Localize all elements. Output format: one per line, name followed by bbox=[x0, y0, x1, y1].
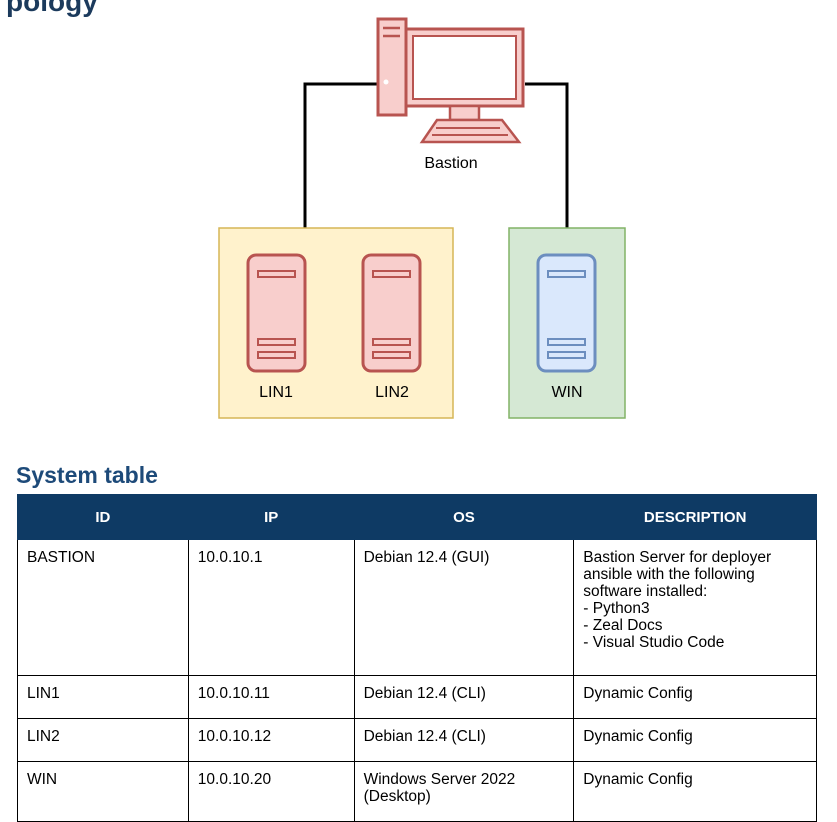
table-row: BASTION 10.0.10.1 Debian 12.4 (GUI) Bast… bbox=[17, 539, 817, 676]
link-bastion-lin bbox=[303, 82, 380, 228]
lin1-server-icon bbox=[246, 253, 307, 373]
table-header-row: ID IP OS DESCRIPTION bbox=[17, 494, 817, 540]
link-bastion-win bbox=[525, 82, 569, 228]
description-line: Dynamic Config bbox=[583, 771, 693, 788]
description-line: - Python3 bbox=[583, 600, 650, 617]
cell-os: Windows Server 2022 (Desktop) bbox=[353, 761, 575, 822]
description-line: Bastion Server for deployer bbox=[583, 549, 772, 566]
cell-ip: 10.0.10.20 bbox=[187, 761, 355, 822]
topology-diagram: Bastion LIN1 LIN2 WIN bbox=[218, 17, 626, 419]
description-line: Dynamic Config bbox=[583, 685, 693, 702]
cell-ip: 10.0.10.11 bbox=[187, 675, 355, 719]
description-line: - Visual Studio Code bbox=[583, 634, 725, 651]
lin2-label: LIN2 bbox=[375, 384, 409, 401]
description-line: software installed: bbox=[583, 583, 708, 600]
cell-ip: 10.0.10.1 bbox=[187, 539, 355, 676]
section-title: System table bbox=[16, 462, 158, 488]
cell-id: LIN1 bbox=[17, 675, 189, 719]
lin1-label: LIN1 bbox=[259, 384, 293, 401]
cell-description: Dynamic Config bbox=[573, 718, 817, 762]
table-row: WIN 10.0.10.20 Windows Server 2022 (Desk… bbox=[17, 761, 817, 822]
system-table: ID IP OS DESCRIPTION BASTION 10.0.10.1 D… bbox=[17, 494, 817, 822]
description-line: - Zeal Docs bbox=[583, 617, 663, 634]
bastion-computer-icon bbox=[376, 17, 525, 144]
table-row: LIN1 10.0.10.11 Debian 12.4 (CLI) Dynami… bbox=[17, 675, 817, 719]
header-os: OS bbox=[353, 494, 575, 540]
bastion-label: Bastion bbox=[424, 155, 477, 172]
cell-id: WIN bbox=[17, 761, 189, 822]
page-heading-fragment: pology bbox=[6, 0, 98, 17]
description-line: Dynamic Config bbox=[583, 728, 693, 745]
table-row: LIN2 10.0.10.12 Debian 12.4 (CLI) Dynami… bbox=[17, 718, 817, 762]
cell-description: Bastion Server for deployer ansible with… bbox=[573, 539, 817, 676]
win-label: WIN bbox=[551, 384, 582, 401]
cell-description: Dynamic Config bbox=[573, 761, 817, 822]
cell-os: Debian 12.4 (CLI) bbox=[353, 675, 575, 719]
connection-lines bbox=[303, 82, 569, 228]
header-id: ID bbox=[17, 494, 189, 540]
cell-id: BASTION bbox=[17, 539, 189, 676]
cell-description: Dynamic Config bbox=[573, 675, 817, 719]
cell-ip: 10.0.10.12 bbox=[187, 718, 355, 762]
description-line: ansible with the following bbox=[583, 566, 755, 583]
cell-os: Debian 12.4 (CLI) bbox=[353, 718, 575, 762]
win-server-icon bbox=[536, 253, 597, 373]
cell-id: LIN2 bbox=[17, 718, 189, 762]
header-description: DESCRIPTION bbox=[573, 494, 817, 540]
lin2-server-icon bbox=[361, 253, 422, 373]
cell-os: Debian 12.4 (GUI) bbox=[353, 539, 575, 676]
os-line: (Desktop) bbox=[363, 788, 431, 805]
header-ip: IP bbox=[187, 494, 355, 540]
os-line: Windows Server 2022 bbox=[363, 771, 516, 788]
